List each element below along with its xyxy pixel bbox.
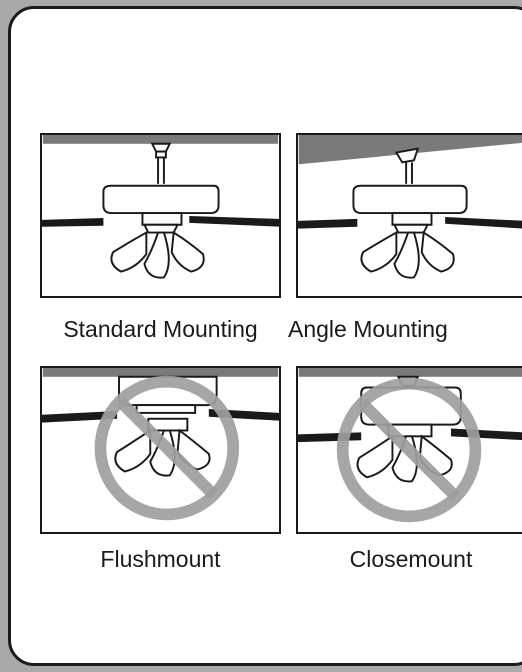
left-lamp-shade bbox=[360, 230, 398, 273]
motor-housing bbox=[102, 184, 220, 215]
angle-mounting-illustration bbox=[298, 135, 522, 279]
diagram-card bbox=[8, 6, 522, 666]
right-lamp-shade bbox=[420, 230, 455, 273]
standard-mounting-illustration bbox=[42, 135, 279, 279]
center-lamp-shade bbox=[393, 231, 420, 279]
prohibition-circle bbox=[336, 377, 482, 523]
ceiling bbox=[42, 135, 279, 144]
left-lamp-shade bbox=[110, 230, 148, 273]
motor-housing bbox=[352, 184, 468, 215]
prohibition-slash bbox=[115, 397, 218, 500]
prohibition-circle bbox=[94, 375, 240, 521]
closemount-illustration bbox=[298, 368, 522, 523]
left-lamp-shade bbox=[114, 428, 152, 473]
flushmount-caption: Flushmount bbox=[100, 546, 221, 572]
standard-mounting-panel bbox=[40, 133, 281, 298]
flushmount-illustration bbox=[42, 368, 279, 521]
prohibition-slash bbox=[358, 399, 461, 501]
right-blade bbox=[189, 215, 279, 227]
angle-mounting-panel bbox=[296, 133, 522, 298]
left-blade bbox=[298, 432, 362, 443]
left-lamp-shade bbox=[356, 434, 394, 479]
flushmount-panel bbox=[40, 366, 281, 534]
angle-mounting-caption: Angle Mounting bbox=[288, 316, 448, 342]
motor-housing bbox=[360, 386, 462, 426]
canopy bbox=[150, 142, 172, 153]
switch-housing bbox=[141, 212, 183, 226]
closemount-panel bbox=[296, 366, 522, 534]
left-blade bbox=[298, 218, 358, 229]
switch-housing bbox=[391, 212, 433, 226]
standard-mounting-caption: Standard Mounting bbox=[63, 316, 258, 342]
ceiling bbox=[42, 368, 279, 377]
canopy bbox=[394, 147, 420, 164]
ceiling bbox=[298, 368, 522, 377]
left-blade bbox=[42, 217, 104, 227]
right-lamp-shade bbox=[170, 230, 205, 273]
left-blade bbox=[42, 410, 118, 423]
right-blade bbox=[445, 216, 522, 229]
right-blade bbox=[451, 428, 522, 441]
center-lamp-shade bbox=[143, 231, 170, 279]
closemount-caption: Closemount bbox=[349, 546, 473, 572]
canopy-neck bbox=[155, 150, 167, 159]
